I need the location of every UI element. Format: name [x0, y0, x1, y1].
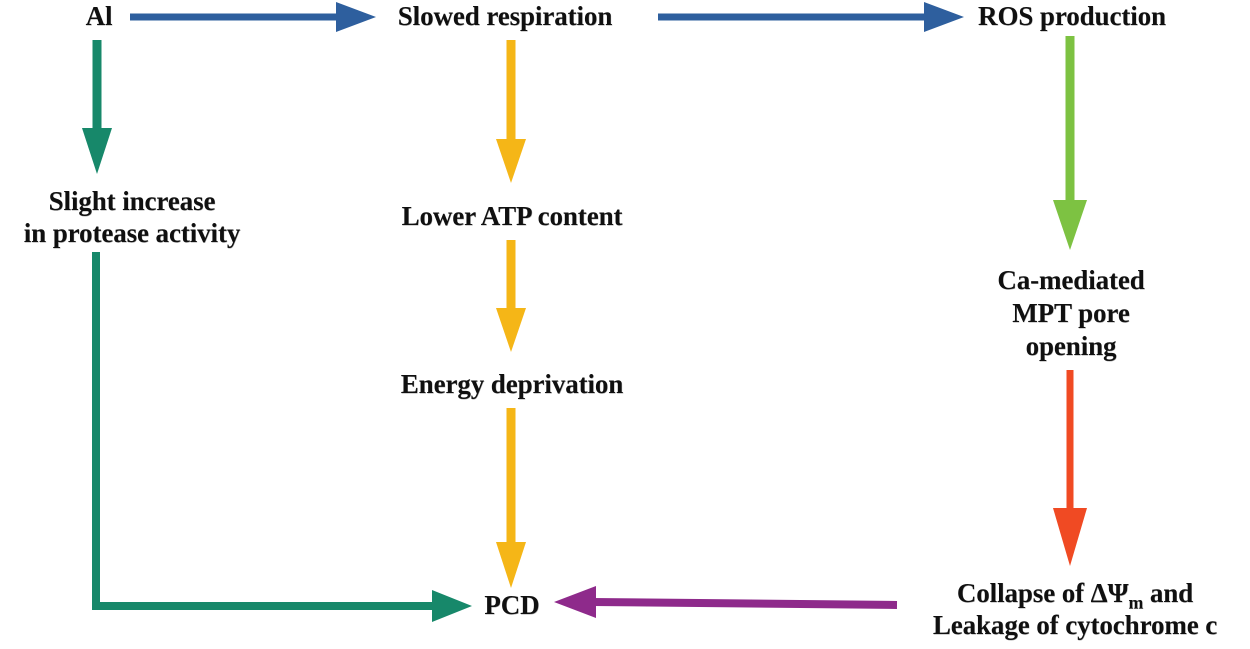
- node-ca-mpt-line-3: opening: [1025, 331, 1117, 362]
- arrow-ca-mediated-mpt-pore-to-collapse: [1053, 370, 1087, 566]
- node-slowed-respiration: Slowed respiration: [355, 2, 655, 31]
- node-protease-activity-line-1: Slight increase: [48, 186, 216, 216]
- node-protease-activity-line-2: in protease activity: [23, 217, 241, 248]
- node-al: Al: [0, 2, 198, 31]
- node-ca-mpt-line-2: MPT pore: [1012, 298, 1130, 329]
- node-pcd-line-1: PCD: [484, 590, 540, 620]
- arrow-al-to-protease-activity: [82, 40, 112, 174]
- node-lower-atp-content-line-1: Lower ATP content: [401, 201, 623, 231]
- node-collapse-line-1-main: Collapse of ΔΨ: [956, 578, 1129, 608]
- arrow-al-to-slowed-respiration: [130, 2, 376, 32]
- node-collapse-line-1: Collapse of ΔΨm and: [925, 577, 1225, 613]
- node-ca-mpt-line-1: Ca-mediated: [997, 265, 1145, 295]
- node-al-line-1: Al: [85, 1, 113, 31]
- node-slowed-respiration-line-1: Slowed respiration: [397, 1, 613, 31]
- node-ros-production: ROS production: [932, 2, 1212, 31]
- node-collapse-and-leakage: Collapse of ΔΨm and Leakage of cytochrom…: [925, 577, 1225, 642]
- arrow-lower-atp-content-to-energy-deprivation: [496, 240, 526, 352]
- node-lower-atp-content: Lower ATP content: [372, 202, 652, 231]
- node-pcd: PCD: [452, 591, 572, 620]
- node-ros-production-line-1: ROS production: [978, 1, 1166, 31]
- node-collapse-line-1-tail: and: [1143, 578, 1194, 608]
- arrow-slowed-respiration-to-ros-production: [658, 2, 964, 32]
- arrow-energy-deprivation-to-pcd: [496, 408, 526, 588]
- node-collapse-line-2: Leakage of cytochrome c: [932, 610, 1218, 641]
- arrow-ros-production-to-ca-mediated-mpt-pore: [1053, 36, 1087, 250]
- node-energy-deprivation-line-1: Energy deprivation: [400, 369, 624, 399]
- node-collapse-subscript: m: [1128, 592, 1144, 613]
- arrow-collapse-to-pcd: [554, 586, 898, 618]
- arrow-protease-activity-to-pcd: [92, 252, 472, 622]
- node-energy-deprivation: Energy deprivation: [372, 370, 652, 399]
- arrow-slowed-respiration-to-lower-atp-content: [496, 40, 526, 183]
- node-protease-activity: Slight increase in protease activity: [2, 186, 262, 250]
- node-ca-mediated-mpt-pore-opening: Ca-mediated MPT pore opening: [951, 264, 1191, 364]
